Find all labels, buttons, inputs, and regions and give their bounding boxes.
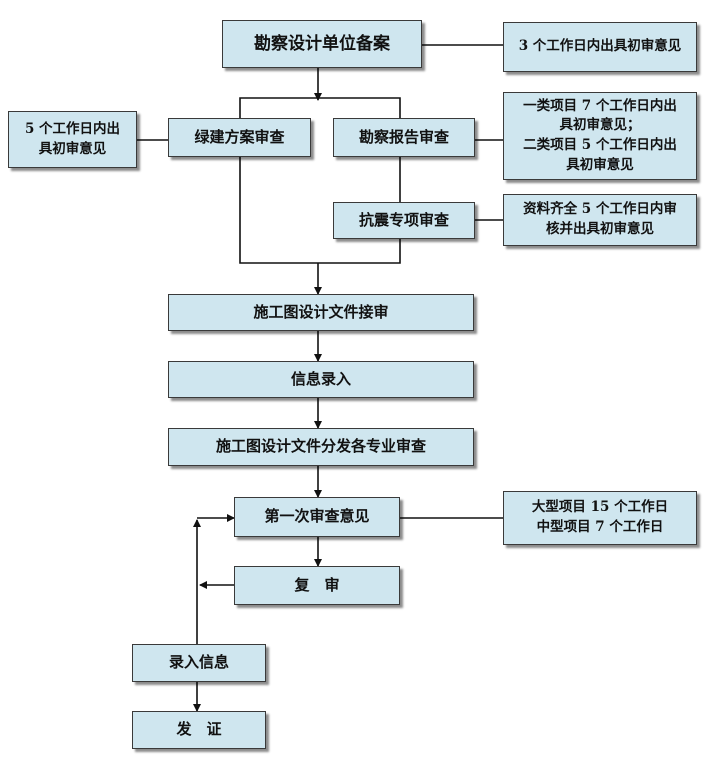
drawing-acceptance-box: 施工图设计文件接审: [168, 294, 474, 331]
first-review-opinion-box: 第一次审查意见: [234, 497, 400, 537]
green-building-review-box: 绿建方案审查: [168, 118, 311, 157]
survey-design-unit-filing-box: 勘察设计单位备案: [222, 20, 422, 68]
issue-certificate-box: 发 证: [132, 711, 266, 749]
re-review-box: 复 审: [234, 566, 400, 605]
filing-note-box: 3 个工作日内出具初审意见: [503, 22, 697, 72]
info-entry-box: 信息录入: [168, 361, 474, 398]
seismic-note-box: 资料齐全 5 个工作日内审 核并出具初审意见: [503, 194, 697, 246]
first-review-note-box: 大型项目 15 个工作日 中型项目 7 个工作日: [503, 491, 697, 545]
survey-report-review-box: 勘察报告审查: [333, 118, 475, 157]
seismic-review-box: 抗震专项审查: [333, 202, 475, 239]
green-review-note-box: 5 个工作日内出 具初审意见: [8, 111, 137, 168]
record-info-box: 录入信息: [132, 644, 266, 682]
survey-report-note-box: 一类项目 7 个工作日内出 具初审意见； 二类项目 5 个工作日内出 具初审意见: [503, 92, 697, 180]
distribution-review-box: 施工图设计文件分发各专业审查: [168, 428, 474, 466]
